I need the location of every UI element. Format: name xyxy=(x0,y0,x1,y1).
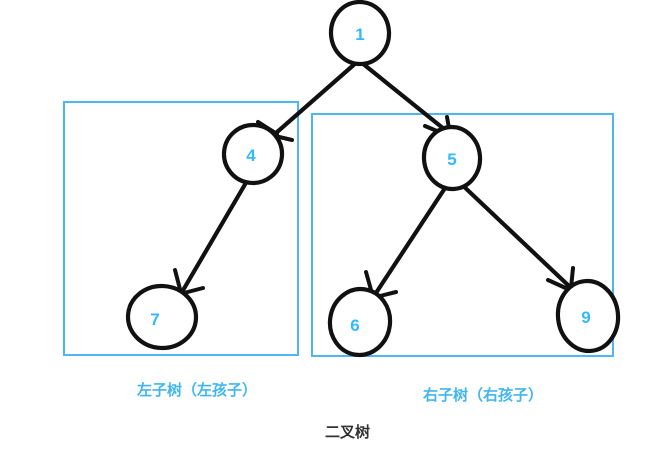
left-subtree-box xyxy=(63,101,299,356)
node-label-7: 7 xyxy=(150,310,159,329)
node-circle xyxy=(328,0,392,67)
node-label-4: 4 xyxy=(246,146,256,165)
edge-group xyxy=(173,59,575,300)
node-six[interactable]: 6 xyxy=(326,286,394,359)
node-label-6: 6 xyxy=(350,316,359,335)
edge-right-to-nine xyxy=(455,178,575,292)
node-four[interactable]: 4 xyxy=(221,122,285,186)
edge-right-to-six xyxy=(364,179,452,300)
node-circle xyxy=(555,278,621,354)
node-circle xyxy=(421,124,483,192)
node-circle xyxy=(221,122,285,186)
node-root[interactable]: 1 xyxy=(328,0,392,67)
edge-left-to-seven xyxy=(173,178,250,296)
edge-root-to-right xyxy=(359,60,452,138)
right-subtree-box xyxy=(311,113,614,357)
right-subtree-label: 右子树（右孩子） xyxy=(423,386,544,404)
node-nine[interactable]: 9 xyxy=(555,278,622,354)
node-label-9: 9 xyxy=(581,308,590,327)
node-group: 1 4 5 7 6 9 xyxy=(125,0,622,359)
node-five[interactable]: 5 xyxy=(421,124,483,192)
node-circle xyxy=(125,283,199,351)
node-label-5: 5 xyxy=(447,150,456,169)
left-subtree-label: 左子树（左孩子） xyxy=(137,381,258,399)
node-seven[interactable]: 7 xyxy=(125,283,199,351)
node-circle xyxy=(327,286,393,358)
node-label-1: 1 xyxy=(355,25,364,44)
diagram-caption: 二叉树 xyxy=(325,423,371,441)
